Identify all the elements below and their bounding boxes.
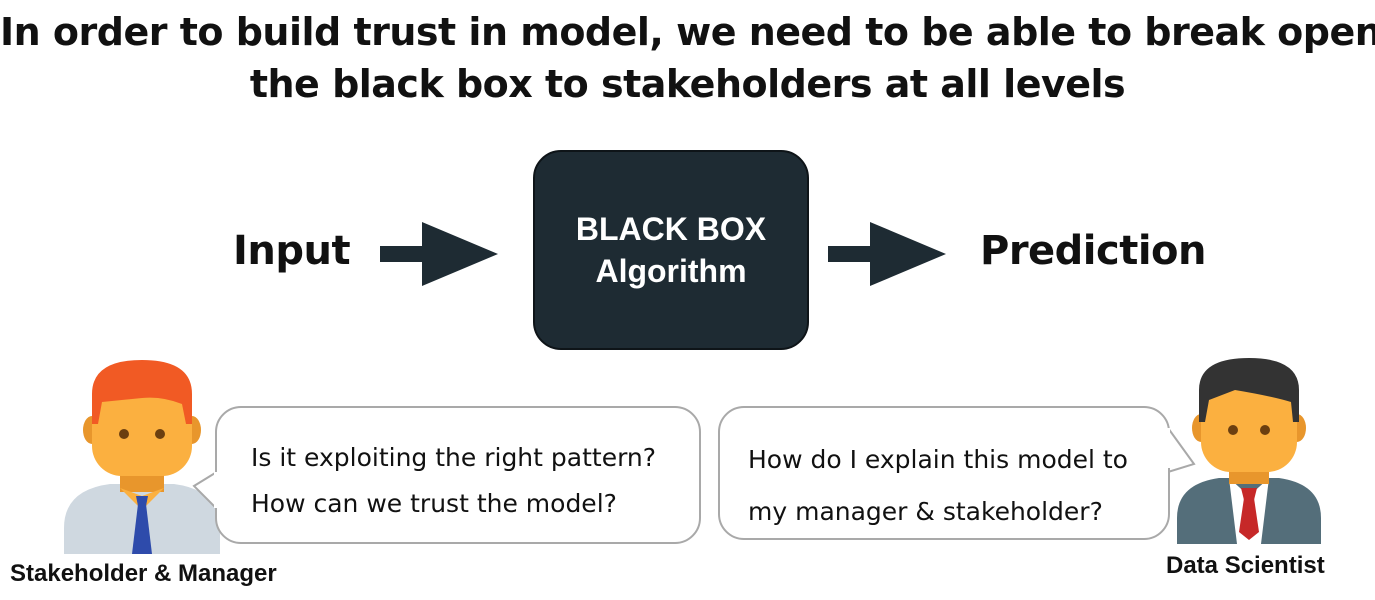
- title-line-1: In order to build trust in model, we nee…: [0, 10, 1375, 54]
- stakeholder-speech-bubble: Is it exploiting the right pattern? How …: [215, 406, 701, 544]
- scientist-speech-bubble: How do I explain this model to my manage…: [718, 406, 1170, 540]
- stakeholder-question-2: How can we trust the model?: [251, 489, 617, 518]
- title-line-2: the black box to stakeholders at all lev…: [249, 62, 1126, 106]
- stakeholder-bubble-tail-mask: [214, 472, 222, 508]
- data-scientist-avatar-icon: [1177, 358, 1321, 544]
- scientist-question-2: my manager & stakeholder?: [748, 497, 1103, 526]
- stakeholder-label: Stakeholder & Manager: [10, 560, 277, 587]
- data-scientist-label: Data Scientist: [1166, 552, 1325, 579]
- stakeholder-question-1: Is it exploiting the right pattern?: [251, 443, 657, 472]
- slide-title: In order to build trust in model, we nee…: [0, 6, 1375, 110]
- input-label: Input: [233, 228, 351, 274]
- scientist-bubble-tail-mask: [1166, 428, 1170, 468]
- input-arrow-icon: [380, 222, 498, 286]
- scientist-question-1: How do I explain this model to: [748, 445, 1128, 474]
- black-box-algorithm: BLACK BOX Algorithm: [533, 150, 809, 350]
- black-box-subtitle: Algorithm: [595, 253, 747, 289]
- output-arrow-icon: [828, 222, 946, 286]
- stakeholder-avatar-icon: [64, 360, 220, 554]
- prediction-label: Prediction: [980, 228, 1207, 274]
- black-box-title: BLACK BOX: [575, 211, 767, 247]
